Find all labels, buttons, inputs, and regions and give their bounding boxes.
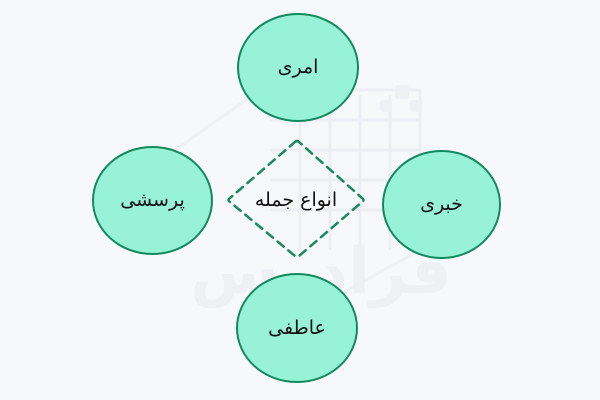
node-exclamatory: عاطفی bbox=[236, 273, 358, 383]
node-label: امری bbox=[277, 56, 319, 78]
node-declarative: خبری bbox=[382, 150, 501, 259]
node-label: عاطفی bbox=[268, 316, 326, 339]
center-label: انواع جمله bbox=[254, 189, 338, 211]
node-label: پرسشی bbox=[120, 189, 185, 211]
node-label: خبری bbox=[420, 193, 463, 215]
node-imperative: امری bbox=[237, 13, 359, 122]
node-interrogative: پرسشی bbox=[92, 146, 213, 255]
